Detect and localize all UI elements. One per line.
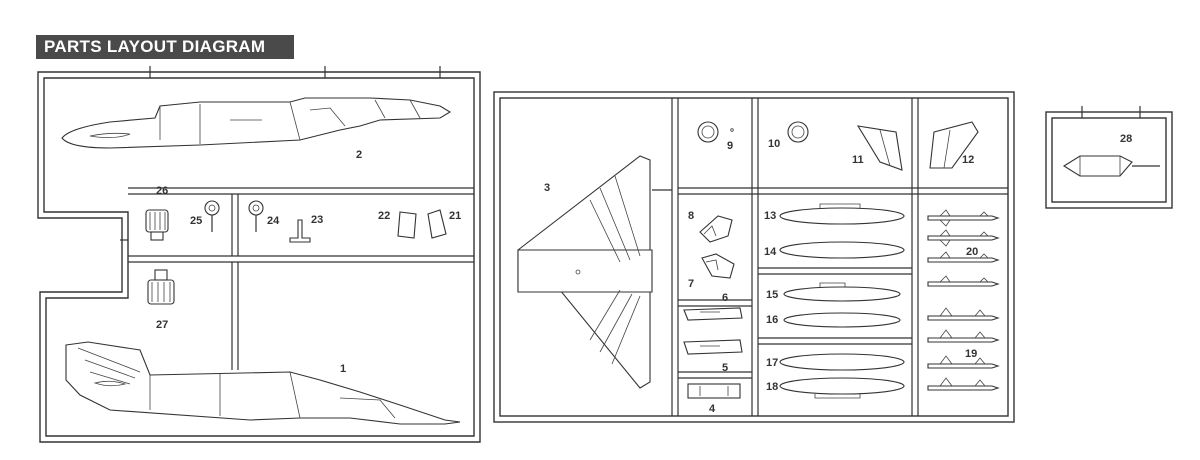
- part-7-nozzle: [701, 253, 735, 279]
- label-part-11: 11: [852, 154, 864, 166]
- part-22-panel: [397, 211, 417, 239]
- sprue-frame-b: [493, 91, 1015, 423]
- part-2-fuselage-upper: [61, 97, 452, 149]
- label-part-26: 26: [156, 185, 168, 197]
- label-part-21: 21: [449, 210, 461, 222]
- part-10-ring: [787, 121, 809, 143]
- label-part-25: 25: [190, 215, 202, 227]
- label-part-20: 20: [966, 246, 978, 258]
- label-part-22: 22: [378, 210, 390, 222]
- part-12-fin: [929, 121, 979, 169]
- label-part-13: 13: [764, 210, 776, 222]
- label-part-5: 5: [722, 362, 728, 374]
- label-part-10: 10: [768, 138, 780, 150]
- label-part-24: 24: [267, 215, 280, 227]
- part-6-strip: [683, 307, 743, 321]
- label-part-14: 14: [764, 246, 777, 258]
- part-28-canopy: [1062, 155, 1160, 177]
- part-11-fin: [856, 125, 903, 171]
- label-part-6: 6: [722, 292, 728, 304]
- label-part-9: 9: [727, 140, 733, 152]
- label-part-27: 27: [156, 319, 168, 331]
- page-title: PARTS LAYOUT DIAGRAM: [36, 35, 294, 59]
- part-26-wheel: [145, 209, 169, 241]
- part-15-tank: [783, 282, 901, 302]
- part-24-disc: [248, 200, 264, 232]
- part-27-wheel: [147, 269, 175, 305]
- part-8-nozzle: [699, 215, 733, 243]
- sprue-frame-a: [37, 66, 481, 443]
- label-part-7: 7: [688, 278, 694, 290]
- part-20-missiles: [927, 209, 1000, 287]
- part-13-tank: [779, 203, 905, 225]
- part-4-block: [687, 383, 741, 399]
- part-17-tank: [779, 353, 905, 371]
- part-25-disc: [204, 200, 220, 232]
- label-part-4: 4: [709, 403, 716, 415]
- label-part-18: 18: [766, 381, 778, 393]
- part-1-fuselage-lower: [65, 341, 461, 425]
- label-part-2: 2: [356, 149, 362, 161]
- label-part-23: 23: [311, 214, 323, 226]
- part-5-strip: [683, 339, 743, 355]
- part-18-tank: [779, 377, 905, 399]
- label-part-1: 1: [340, 363, 346, 375]
- part-21-panel: [427, 209, 447, 239]
- part-16-tank: [783, 312, 901, 328]
- part-19-missiles: [927, 307, 1000, 391]
- label-part-12: 12: [962, 154, 974, 166]
- label-part-28: 28: [1120, 133, 1132, 145]
- label-part-8: 8: [688, 210, 694, 222]
- part-14-tank: [779, 241, 905, 259]
- sprue-frame-c: [1045, 106, 1173, 209]
- part-9-ring: [697, 121, 734, 143]
- label-part-3: 3: [544, 182, 550, 194]
- part-3-wing: [517, 155, 653, 389]
- part-number-labels: 1 2 3 4 5 6 7 8 9 10 11 12 13 14 15 16 1…: [156, 133, 1132, 415]
- part-23-stand: [289, 219, 311, 243]
- label-part-15: 15: [766, 289, 778, 301]
- label-part-16: 16: [766, 314, 778, 326]
- label-part-19: 19: [965, 348, 977, 360]
- label-part-17: 17: [766, 357, 778, 369]
